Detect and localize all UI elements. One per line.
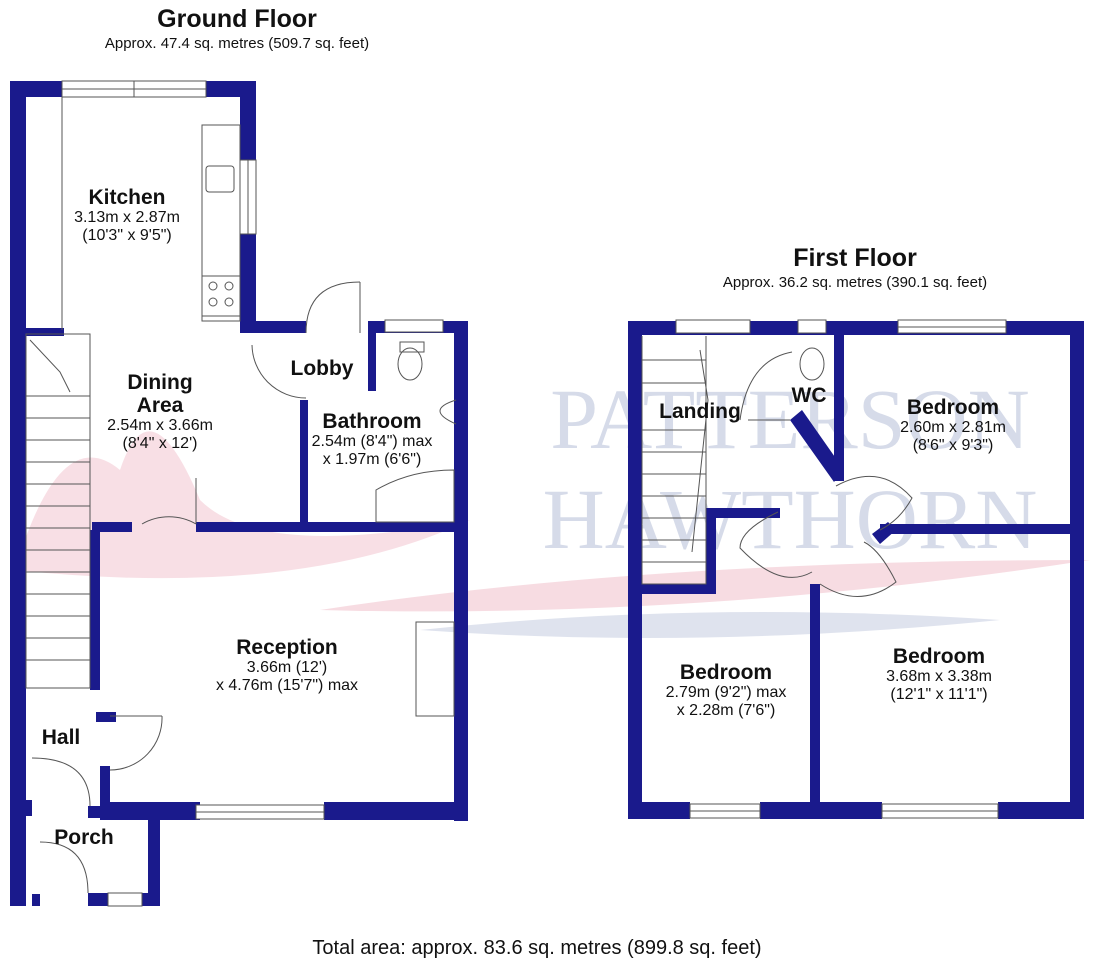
bedroom-3-label: Bedroom 3.68m x 3.38m (12'1" x 11'1")	[886, 645, 992, 703]
kitchen-dim2: (10'3" x 9'5")	[82, 226, 172, 244]
bedroom-2-label: Bedroom 2.79m (9'2") max x 2.28m (7'6")	[666, 661, 787, 719]
dining-name2: Area	[136, 394, 184, 418]
kitchen-dim1: 3.13m x 2.87m	[74, 209, 180, 227]
ground-floor-area: Approx. 47.4 sq. metres (509.7 sq. feet)	[104, 35, 370, 52]
porch-label: Porch	[54, 826, 114, 849]
first-floor-fixtures	[641, 319, 1007, 819]
kitchen-label: Kitchen 3.13m x 2.87m (10'3" x 9'5")	[74, 186, 180, 244]
first-floor-area: Approx. 36.2 sq. metres (390.1 sq. feet)	[722, 274, 988, 291]
dining-dim1: 2.54m x 3.66m	[107, 417, 213, 435]
reception-label: Reception 3.66m (12') x 4.76m (15'7") ma…	[216, 636, 358, 694]
dining-name1: Dining	[127, 371, 193, 394]
bedroom-3-name: Bedroom	[892, 645, 986, 668]
bedroom-1-name: Bedroom	[906, 396, 1000, 419]
ground-floor-title: Ground Floor	[157, 5, 317, 33]
kitchen-name: Kitchen	[88, 186, 166, 209]
bathroom-dim2: x 1.97m (6'6")	[322, 450, 422, 468]
bathroom-name: Bathroom	[322, 410, 422, 433]
reception-dim1: 3.66m (12')	[246, 659, 328, 677]
bedroom-2-name: Bedroom	[679, 661, 773, 684]
bathroom-label: Bathroom 2.54m (8'4") max x 1.97m (6'6")	[312, 410, 433, 468]
reception-dim2: x 4.76m (15'7") max	[215, 676, 359, 694]
bedroom-1-label: Bedroom 2.60m x 2.81m (8'6" x 9'3")	[900, 396, 1006, 454]
first-floor-title: First Floor	[793, 244, 917, 272]
bedroom-2-dim1: 2.79m (9'2") max	[665, 684, 787, 702]
bedroom-3-dim1: 3.68m x 3.38m	[886, 668, 992, 686]
watermark-line2: HAWTHORN	[543, 471, 1038, 567]
dining-dim2: (8'4" x 12')	[122, 434, 198, 452]
bedroom-3-dim2: (12'1" x 11'1")	[890, 685, 988, 703]
wc-label: WC	[791, 384, 827, 407]
landing-label: Landing	[659, 400, 741, 423]
total-area: Total area: approx. 83.6 sq. metres (899…	[312, 937, 762, 959]
hall-label: Hall	[41, 726, 81, 749]
bedroom-1-dim1: 2.60m x 2.81m	[900, 419, 1006, 437]
reception-name: Reception	[236, 636, 338, 659]
ground-floor-fixtures	[25, 80, 457, 907]
bedroom-1-dim2: (8'6" x 9'3")	[912, 436, 994, 454]
bathroom-dim1: 2.54m (8'4") max	[311, 433, 433, 451]
dining-area-label: Dining Area 2.54m x 3.66m (8'4" x 12')	[107, 371, 213, 452]
lobby-label: Lobby	[290, 357, 354, 380]
bedroom-2-dim2: x 2.28m (7'6")	[676, 701, 776, 719]
